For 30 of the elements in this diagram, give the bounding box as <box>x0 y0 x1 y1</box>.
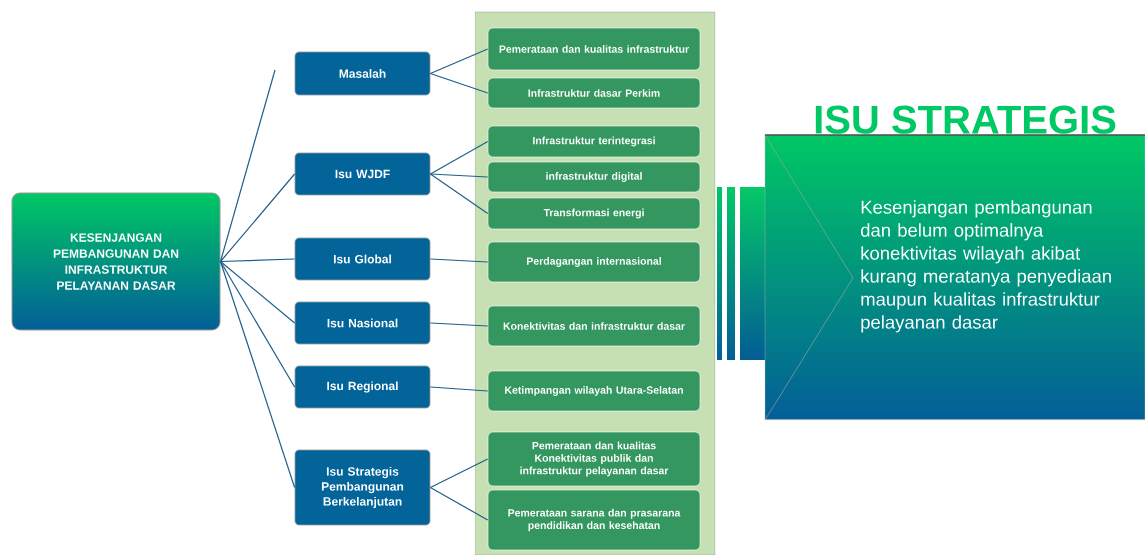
item-box: Infrastruktur terintegrasi <box>487 125 701 158</box>
connector-line <box>219 258 296 263</box>
item-box: Transformasi energi <box>487 197 701 230</box>
item-box: Konektivitas dan infrastruktur dasar <box>487 305 701 347</box>
item-box: Perdagangan internasional <box>487 241 701 283</box>
connector-line <box>429 173 489 178</box>
topic-box: KESENJANGAN PEMBANGUNAN DAN INFRASTRUKTUR PELAYANAN DASAR <box>11 192 221 331</box>
connector-line <box>219 173 296 263</box>
connector-line <box>219 69 276 263</box>
connector-line <box>429 72 489 94</box>
connector-line <box>429 258 489 263</box>
issue-box: Isu Strategis Pembangunan Berkelanjutan <box>294 449 431 526</box>
issue-box: Isu Global <box>294 237 431 281</box>
item-box: Infrastruktur dasar Perkim <box>487 77 701 109</box>
connector-line <box>219 260 296 388</box>
item-box: Ketimpangan wilayah Utara-Selatan <box>487 370 701 412</box>
item-box: Pemerataan dan kualitas infrastruktur <box>487 27 701 71</box>
connector-line <box>429 386 489 392</box>
connector-line <box>219 260 296 324</box>
item-box: infrastruktur digital <box>487 161 701 193</box>
issue-box: Isu WJDF <box>294 152 431 196</box>
item-box: Pemerataan sarana dan prasarana pendidikan dan kesehatan <box>487 489 701 551</box>
banner-title: ISU STRATEGIS <box>815 105 1116 134</box>
item-box: Pemerataan dan kualitas Konektivitas publik dan infrastruktur pelayanan dasar <box>487 431 701 487</box>
issue-box: Masalah <box>294 51 431 96</box>
issue-box: Isu Regional <box>294 365 431 409</box>
connector-line <box>219 260 296 489</box>
connector-line <box>429 322 489 327</box>
issue-box: Isu Nasional <box>294 301 431 345</box>
connector-line <box>429 173 489 215</box>
